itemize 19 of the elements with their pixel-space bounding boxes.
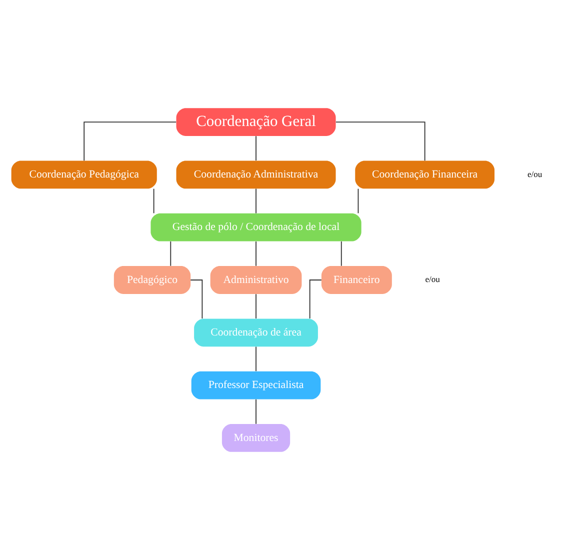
connector	[84, 122, 177, 162]
node-box: Pedagógico	[114, 266, 191, 294]
connector	[358, 188, 359, 214]
node-box: Coordenação Geral	[176, 108, 336, 136]
node-box: Coordenação Financeira	[355, 160, 494, 189]
node-box: Monitores	[222, 424, 290, 452]
node-box: Gestão de pólo / Coordenação de local	[150, 213, 362, 242]
node-box: Administrativo	[210, 266, 302, 294]
node-box: Professor Especialista	[191, 371, 321, 400]
connector	[340, 241, 342, 266]
connector	[336, 122, 426, 162]
connector	[170, 241, 172, 266]
label: e/ou	[527, 168, 542, 179]
node-box: Financeiro	[321, 266, 392, 294]
label: e/ou	[425, 274, 440, 284]
node-box: Coordenação Administrativa	[176, 160, 336, 189]
node-box: Coordenação de área	[194, 318, 318, 347]
node-box: Coordenação Pedagógica	[11, 160, 157, 189]
connector	[153, 188, 154, 214]
